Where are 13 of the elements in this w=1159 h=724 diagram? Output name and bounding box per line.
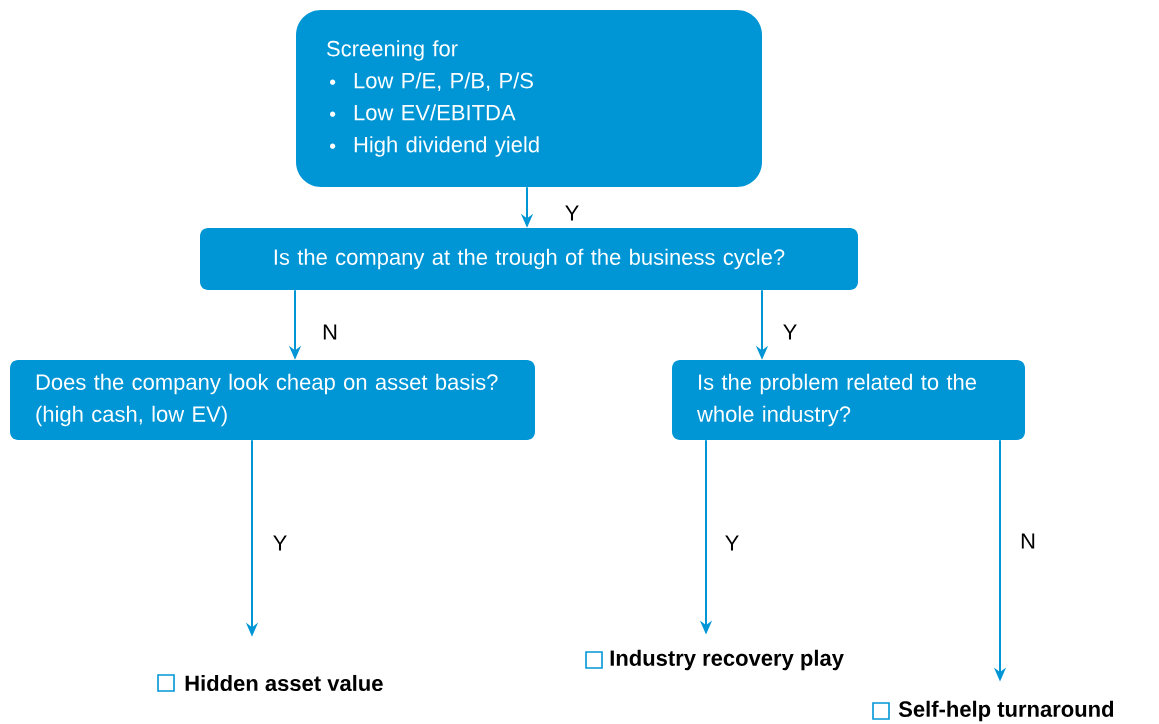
- edge-label: Y: [725, 535, 739, 551]
- outcome-label: Hidden asset value: [185, 674, 383, 692]
- process-box: Does the company look cheap on asset basis? (high cash, low EV): [10, 360, 535, 440]
- edge-label: Y: [565, 205, 579, 221]
- process-box: Is the problem related to the whole industry?: [672, 360, 1025, 440]
- outcome-label: Self-help turnaround: [898, 700, 1114, 722]
- edge-label: N: [1021, 533, 1035, 549]
- edge-label: N: [323, 324, 337, 340]
- edge-label: Y: [273, 535, 287, 551]
- process-box: Is the company at the trough of the business cycle?: [200, 228, 858, 290]
- outcome-label: Industry recovery play: [610, 649, 844, 671]
- edge-label: Y: [783, 324, 797, 340]
- process-box: Screening for Low P/E, P/B, P/S Low EV/EBITDA High dividend yield: [296, 10, 762, 187]
